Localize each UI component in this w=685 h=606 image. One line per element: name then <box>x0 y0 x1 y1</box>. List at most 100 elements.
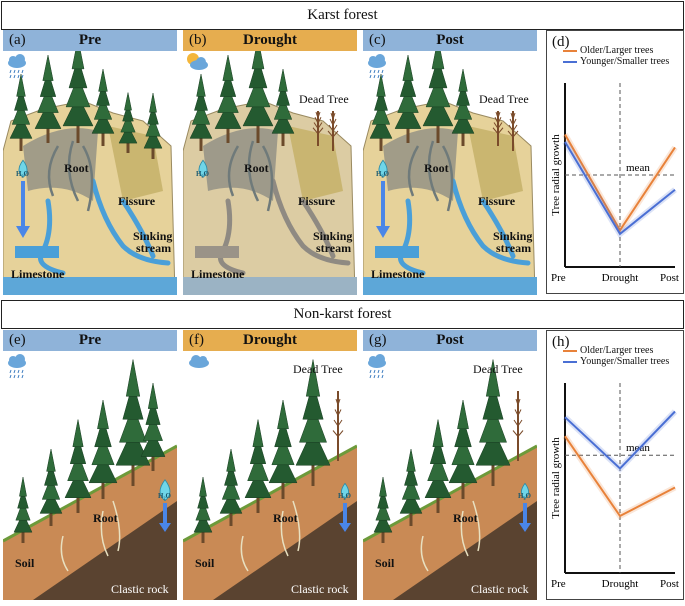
x-tick-label: Post <box>660 578 679 590</box>
groundwater-layer <box>3 277 177 295</box>
sinking-label: Sinking <box>493 229 533 243</box>
root-system <box>227 140 274 212</box>
limestone-label: Limestone <box>191 267 245 281</box>
water-drop-icon <box>378 159 388 178</box>
conifer-tree <box>373 476 393 543</box>
arrow-head-icon <box>376 226 390 238</box>
conifer-tree <box>62 51 94 143</box>
conifer-tree <box>143 92 163 159</box>
conifer-tree <box>118 92 138 153</box>
dead-tree-icon <box>312 111 324 146</box>
water-drop-icon <box>521 482 529 500</box>
rock-outcrop <box>23 128 98 201</box>
water-drop-icon <box>18 159 28 178</box>
conifer-tree <box>271 68 295 146</box>
h2o-label: H₂O <box>196 170 209 178</box>
sinking-label: Sinking <box>133 229 173 243</box>
panel-label: (f) <box>189 332 204 348</box>
panel-label: (a) <box>9 32 26 48</box>
dead-tree-label: Dead Tree <box>479 92 529 106</box>
conifer-tree <box>13 476 33 543</box>
conifer-tree <box>242 51 274 143</box>
dead-tree-icon <box>332 391 344 461</box>
nonkarst-scene <box>3 354 177 600</box>
panel-label: (e) <box>9 332 26 348</box>
conifer-tree <box>189 73 213 151</box>
dead-tree-label: Dead Tree <box>299 92 349 106</box>
conifer-tree <box>64 419 92 513</box>
y-axis-label: Tree radial growth <box>550 437 562 519</box>
x-tick-label: Pre <box>551 578 566 590</box>
conifer-tree <box>88 399 118 499</box>
karst-scene <box>3 51 177 295</box>
conifer-tree <box>9 73 33 151</box>
rock-outcrop <box>383 128 458 201</box>
karst-scene <box>363 51 537 295</box>
panel-header: (e) Pre <box>3 330 177 351</box>
root-label: Root <box>93 511 118 525</box>
conifer-tree <box>424 419 452 513</box>
chart-panel-label: (h) <box>552 334 570 350</box>
conifer-tree <box>214 54 242 143</box>
panel-header: (b)Drought <box>183 30 357 51</box>
x-tick-label: Post <box>660 272 679 284</box>
conifer-tree <box>34 54 62 143</box>
root-system <box>420 500 481 572</box>
conifer-tree <box>219 448 243 526</box>
chart-h: (h) Older/Larger trees Younger/Smaller t… <box>546 330 684 600</box>
dead-tree-label: Dead Tree <box>293 362 343 376</box>
root-system <box>407 140 454 212</box>
dead-tree-icon <box>327 111 339 151</box>
fissure-label: Fissure <box>478 194 516 208</box>
panel-label: (b) <box>189 32 207 48</box>
panel-title: Drought <box>243 332 297 348</box>
arrow-head-icon <box>16 226 30 238</box>
rock-outcrop <box>203 128 278 201</box>
panel-label: (g) <box>369 332 387 348</box>
root-system <box>240 500 301 572</box>
panel-header: (f) Drought <box>183 330 357 351</box>
panel-header: (g) Post <box>363 330 537 351</box>
conifer-tree <box>394 54 422 143</box>
panel-header: (a) Pre <box>3 30 177 51</box>
panel-title: Post <box>436 332 464 348</box>
rain-cloud-icon <box>368 54 386 79</box>
stream-label: stream <box>496 241 532 255</box>
panel-label: (c) <box>369 32 386 48</box>
panel-title: Pre <box>78 32 102 48</box>
chart-legend: Older/Larger trees Younger/Smaller trees <box>563 45 669 67</box>
underground-pool <box>15 246 59 258</box>
conifer-tree <box>244 419 272 513</box>
fissure-rock <box>288 126 343 201</box>
root-label: Root <box>64 161 89 175</box>
nonkarst-scene <box>183 355 357 600</box>
soil-label: Soil <box>15 556 35 570</box>
root-label: Root <box>424 161 449 175</box>
chart-d: (d) Older/Larger trees Younger/Smaller t… <box>546 30 684 294</box>
stream-label: stream <box>316 241 352 255</box>
nonkarst-section-title: Non-karst forest <box>1 300 684 329</box>
y-axis-label: Tree radial growth <box>550 134 562 216</box>
karst-scene <box>183 51 357 295</box>
chart-panel-label: (d) <box>552 34 570 50</box>
legend-older: Older/Larger trees <box>580 45 654 56</box>
cloud-icon <box>189 355 209 368</box>
underground-pool <box>195 246 239 258</box>
root-system <box>60 500 121 572</box>
x-tick-label: Pre <box>551 272 566 284</box>
conifer-tree <box>91 68 115 146</box>
rain-cloud-icon <box>8 354 26 379</box>
conifer-tree <box>399 448 423 526</box>
panel-title: Pre <box>78 332 102 348</box>
conifer-tree <box>193 476 213 543</box>
clastic-rock-label: Clastic rock <box>471 582 529 596</box>
karst-section-title: Karst forest <box>1 1 684 30</box>
root-label: Root <box>244 161 269 175</box>
conifer-tree <box>475 359 511 486</box>
dead-tree-icon <box>512 391 524 461</box>
water-drop-icon <box>198 159 208 178</box>
conifer-tree <box>295 359 331 486</box>
fissure-label: Fissure <box>298 194 336 208</box>
